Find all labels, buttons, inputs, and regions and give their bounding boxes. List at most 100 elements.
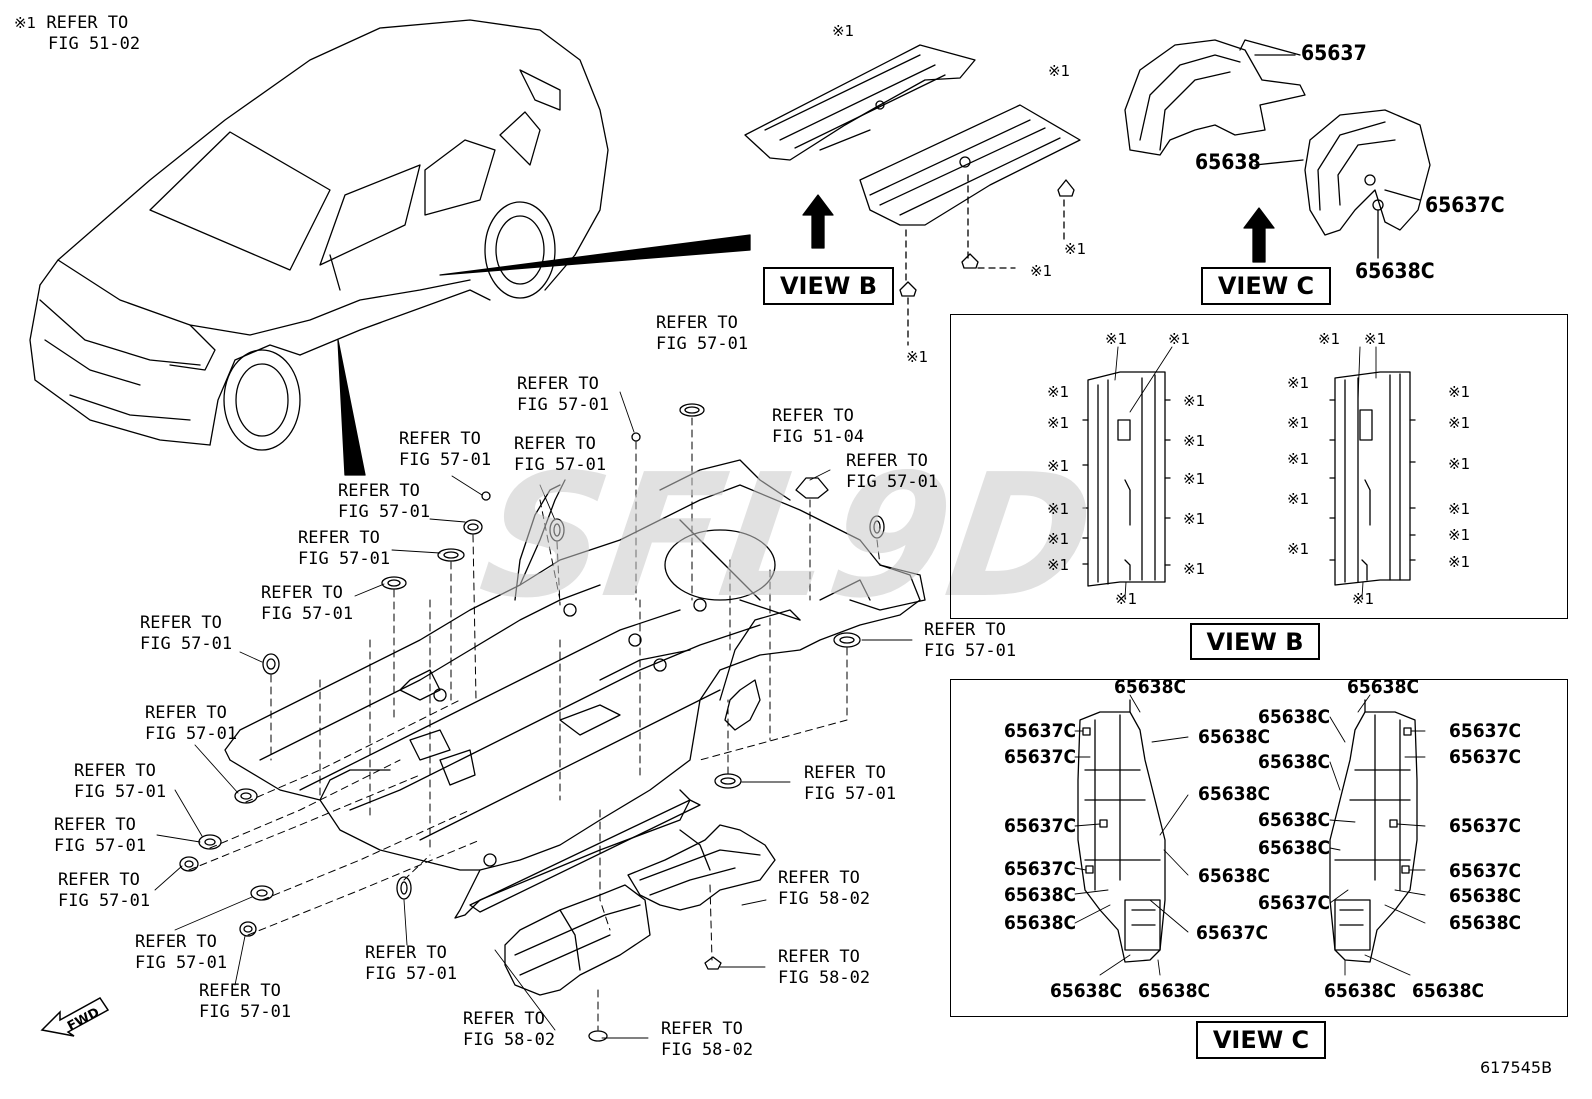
ref-line2: FIG 57-01 [846, 472, 939, 492]
star-mark: ※1 [1115, 590, 1138, 608]
part-65638c: 65638C [1258, 706, 1331, 728]
part-65638c: 65638C [1258, 751, 1331, 773]
part-65638c: 65638C [1138, 980, 1211, 1002]
part-65637c: 65637C [1004, 720, 1077, 742]
ref-line2: FIG 51-04 [772, 427, 865, 447]
ref-line1: REFER TO [199, 981, 281, 1001]
ref-line1: REFER TO [135, 932, 217, 952]
note-line1: REFER TO [46, 13, 129, 33]
ref-line1: REFER TO [463, 1009, 545, 1029]
star-mark: ※1 [1364, 330, 1387, 348]
part-65638: 65638 [1195, 150, 1261, 174]
star-mark: ※1 [1183, 392, 1206, 410]
star-mark: ※1 [1047, 414, 1070, 432]
forward-arrow-icon: FWD [40, 990, 112, 1038]
note-mark: ※1 [14, 14, 37, 32]
star-mark: ※1 [1183, 470, 1206, 488]
ref-line2: FIG 58-02 [463, 1030, 556, 1050]
ref-line1: REFER TO [661, 1019, 743, 1039]
star-mark: ※1 [1030, 262, 1053, 280]
ref-line2: FIG 57-01 [924, 641, 1017, 661]
ref-line1: REFER TO [778, 947, 860, 967]
view-b-panel [950, 314, 1568, 619]
ref-line2: FIG 57-01 [517, 395, 610, 415]
star-mark: ※1 [1168, 330, 1191, 348]
star-mark: ※1 [1448, 455, 1471, 473]
star-mark: ※1 [1448, 383, 1471, 401]
star-mark: ※1 [1448, 526, 1471, 544]
heat-insulators [504, 824, 776, 1042]
part-65637c: 65637C [1004, 815, 1077, 837]
star-mark: ※1 [1047, 383, 1070, 401]
ref-line2: FIG 57-01 [338, 502, 431, 522]
diagram-code: 617545B [1480, 1058, 1553, 1077]
watermark: SFL9D [471, 438, 1105, 636]
view-c-title-top: VIEW C [1201, 267, 1331, 305]
part-65638c: 65638C [1198, 865, 1271, 887]
underbody-floor [224, 459, 926, 919]
star-mark: ※1 [1047, 530, 1070, 548]
part-65637c: 65637C [1449, 815, 1522, 837]
ref-line2: FIG 57-01 [804, 784, 897, 804]
part-65638c: 65638C [1004, 912, 1077, 934]
view-c-fender-liners [1124, 39, 1431, 236]
part-65637c: 65637C [1449, 720, 1522, 742]
ref-line1: REFER TO [145, 703, 227, 723]
ref-line2: FIG 57-01 [656, 334, 749, 354]
part-65637c: 65637C [1196, 922, 1269, 944]
star-mark: ※1 [1287, 374, 1310, 392]
view-c-panel [950, 679, 1568, 1017]
ref-line1: REFER TO [298, 528, 380, 548]
ref-line1: REFER TO [778, 868, 860, 888]
part-65637c: 65637C [1425, 193, 1505, 217]
ref-line1: REFER TO [261, 583, 343, 603]
ref-line2: FIG 57-01 [514, 455, 607, 475]
view-b-covers [744, 44, 1081, 297]
ref-line2: FIG 57-01 [135, 953, 228, 973]
star-mark: ※1 [1448, 553, 1471, 571]
part-65637c: 65637C [1449, 746, 1522, 768]
ref-line2: FIG 57-01 [261, 604, 354, 624]
ref-line1: REFER TO [140, 613, 222, 633]
part-65638c: 65638C [1258, 837, 1331, 859]
star-mark: ※1 [1448, 414, 1471, 432]
star-mark: ※1 [1047, 457, 1070, 475]
part-65638c: 65638C [1412, 980, 1485, 1002]
ref-line2: FIG 58-02 [661, 1040, 754, 1060]
view-b-title-panel: VIEW B [1190, 623, 1320, 660]
ref-line1: REFER TO [399, 429, 481, 449]
ref-line1: REFER TO [846, 451, 928, 471]
ref-line1: REFER TO [514, 434, 596, 454]
view-b-detail [1082, 371, 1416, 587]
note-line2: FIG 51-02 [48, 34, 141, 54]
part-65637c: 65637C [1004, 746, 1077, 768]
star-mark: ※1 [1318, 330, 1341, 348]
ref-line2: FIG 57-01 [199, 1002, 292, 1022]
ref-line2: FIG 57-01 [54, 836, 147, 856]
part-65638c: 65638C [1258, 809, 1331, 831]
part-65638c: 65638C [1114, 676, 1187, 698]
ref-line1: REFER TO [54, 815, 136, 835]
floor-plugs [179, 403, 885, 937]
part-65638c: 65638C [1324, 980, 1397, 1002]
ref-line2: FIG 58-02 [778, 968, 871, 988]
